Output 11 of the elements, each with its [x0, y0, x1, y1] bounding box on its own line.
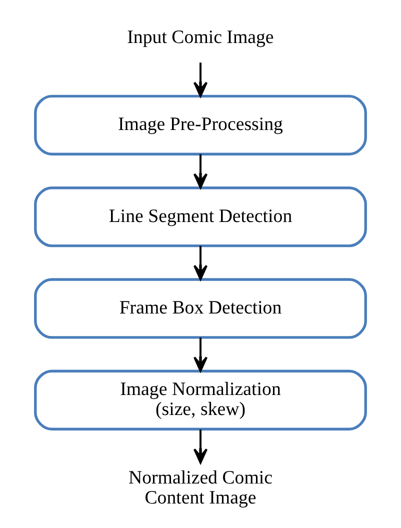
arrow — [193, 154, 208, 189]
node-box: Image Normalization (size, skew) — [34, 370, 367, 430]
node-box: Frame Box Detection — [34, 278, 367, 339]
arrow — [193, 430, 208, 464]
arrow — [193, 337, 208, 372]
arrow — [193, 246, 208, 280]
arrow — [193, 62, 208, 98]
node-text: Input Comic Image — [127, 27, 274, 48]
node-box: Image Pre-Processing — [34, 94, 367, 156]
node-text: Normalized Comic Content Image — [128, 467, 273, 509]
node-box: Line Segment Detection — [34, 186, 367, 248]
